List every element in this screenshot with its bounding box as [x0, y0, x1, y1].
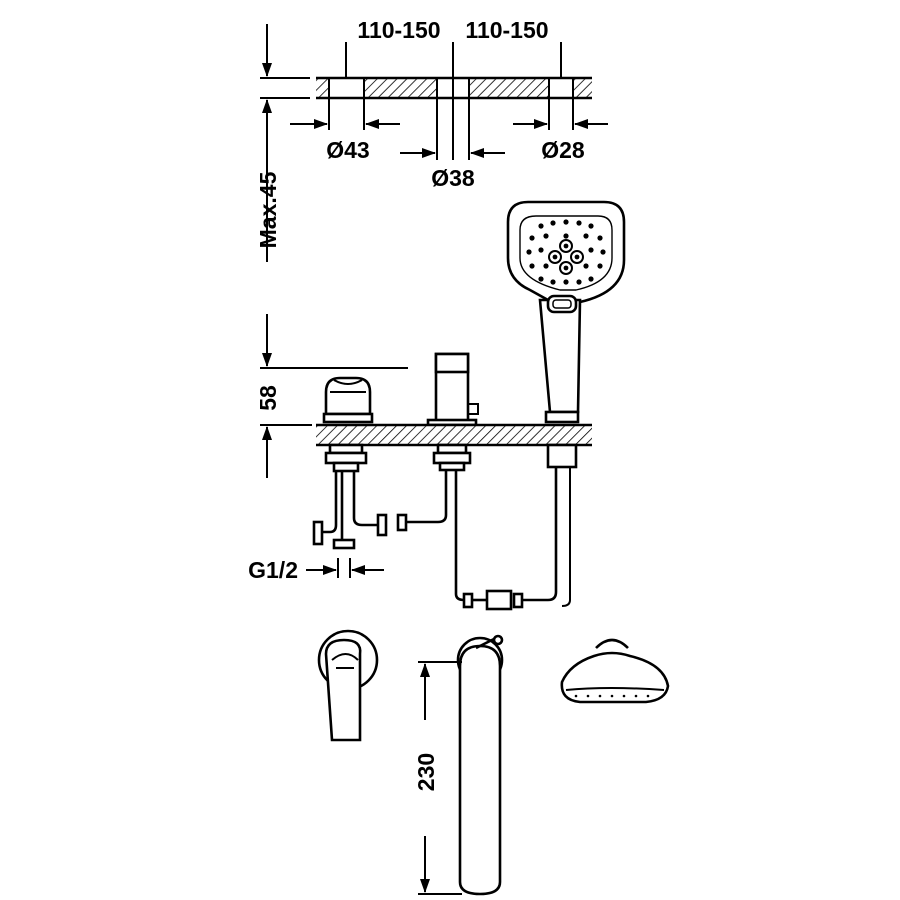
hole-left [329, 78, 364, 98]
deck-max-label: Max.45 [255, 171, 281, 248]
height-label: 58 [255, 385, 281, 411]
thread-label: G1/2 [248, 557, 298, 583]
spacing-left-label: 110-150 [357, 17, 440, 43]
spacing-right-label: 110-150 [465, 17, 548, 43]
component-views: 230 [317, 629, 670, 896]
hand-shower [506, 200, 626, 424]
lever-handle [317, 629, 379, 742]
deck-hole-plan: 110-150 110-150 Ø43 Ø38 Ø28 Max.45 [255, 17, 608, 262]
spout-top-view [456, 634, 504, 896]
elevation-view: 58 G1/2 [248, 200, 626, 611]
mixer-connections [312, 443, 388, 550]
hole-right [549, 78, 573, 98]
shower-hose [512, 443, 578, 609]
shower-holder [544, 410, 580, 424]
spout-body [426, 352, 479, 427]
spout-connections [396, 443, 513, 611]
hose-connector [485, 589, 513, 611]
dia-left-label: Ø43 [326, 137, 369, 163]
dia-center-label: Ø38 [431, 165, 475, 191]
deck-slab-section [316, 425, 592, 445]
spout-length-label: 230 [413, 753, 439, 791]
mixer-lever [322, 376, 374, 424]
shower-base-view [560, 638, 670, 704]
dia-right-label: Ø28 [541, 137, 585, 163]
